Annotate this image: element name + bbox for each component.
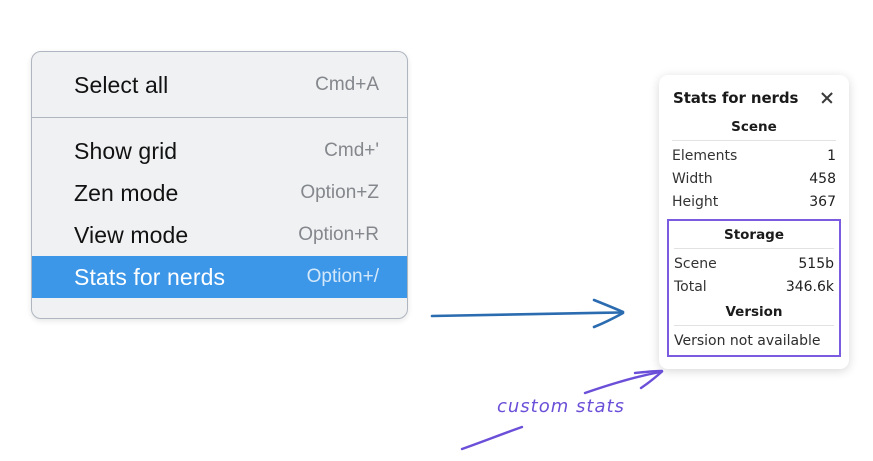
stat-row-storage-total: Total 346.6k bbox=[674, 275, 834, 298]
stat-key: Total bbox=[674, 278, 707, 295]
menu-item-shortcut: Option+/ bbox=[306, 266, 379, 287]
menu-item-label: View mode bbox=[74, 221, 189, 248]
menu-item-select-all[interactable]: Select all Cmd+A bbox=[32, 64, 407, 106]
context-menu[interactable]: Select all Cmd+A Show grid Cmd+' Zen mod… bbox=[31, 51, 408, 319]
stats-panel-header: Stats for nerds bbox=[659, 87, 849, 107]
menu-item-view-mode[interactable]: View mode Option+R bbox=[32, 214, 407, 256]
custom-stats-highlight-box: Storage Scene 515b Total 346.6k Version … bbox=[667, 219, 841, 357]
menu-item-shortcut: Cmd+A bbox=[315, 74, 379, 95]
close-icon[interactable] bbox=[819, 90, 835, 106]
storage-rule bbox=[674, 248, 834, 249]
menu-bottom-padding bbox=[32, 298, 407, 318]
version-rule bbox=[674, 325, 834, 326]
stat-row-width: Width 458 bbox=[672, 167, 836, 190]
stats-panel-title: Stats for nerds bbox=[673, 89, 799, 107]
stats-scene-group: Scene Elements 1 Width 458 Height 367 bbox=[659, 107, 849, 213]
version-heading: Version bbox=[725, 304, 783, 320]
menu-item-stats-for-nerds[interactable]: Stats for nerds Option+/ bbox=[32, 256, 407, 298]
storage-heading: Storage bbox=[723, 227, 785, 243]
purple-arrow-icon bbox=[583, 369, 664, 395]
stat-key: Elements bbox=[672, 147, 738, 164]
menu-top-padding bbox=[32, 52, 407, 64]
menu-item-shortcut: Option+R bbox=[298, 224, 379, 245]
stat-row-storage-scene: Scene 515b bbox=[674, 252, 834, 275]
stat-value: 346.6k bbox=[785, 278, 834, 295]
stat-value: 515b bbox=[798, 255, 834, 272]
purple-underline-stroke bbox=[460, 425, 524, 451]
menu-item-label: Select all bbox=[74, 71, 169, 98]
menu-item-shortcut: Option+Z bbox=[300, 182, 379, 203]
stat-key: Scene bbox=[674, 255, 717, 272]
menu-item-zen-mode[interactable]: Zen mode Option+Z bbox=[32, 172, 407, 214]
blue-arrow-icon bbox=[430, 298, 625, 329]
stat-value: 458 bbox=[809, 170, 836, 187]
stat-value: 1 bbox=[827, 147, 836, 164]
menu-item-show-grid[interactable]: Show grid Cmd+' bbox=[32, 130, 407, 172]
stat-row-elements: Elements 1 bbox=[672, 144, 836, 167]
menu-item-label: Show grid bbox=[74, 137, 178, 164]
scene-heading: Scene bbox=[731, 119, 777, 135]
custom-stats-annotation-label: custom stats bbox=[497, 396, 625, 417]
stat-key: Height bbox=[672, 193, 719, 210]
stat-row-height: Height 367 bbox=[672, 190, 836, 213]
menu-item-label: Zen mode bbox=[74, 179, 179, 206]
stat-key: Width bbox=[672, 170, 713, 187]
menu-item-label: Stats for nerds bbox=[74, 263, 226, 290]
menu-group2-padding bbox=[32, 118, 407, 130]
stat-value: 367 bbox=[809, 193, 836, 210]
version-note: Version not available bbox=[674, 333, 821, 349]
menu-divider bbox=[32, 117, 407, 118]
stats-for-nerds-panel: Stats for nerds Scene Elements 1 Width 4… bbox=[659, 75, 849, 369]
menu-item-shortcut: Cmd+' bbox=[324, 140, 379, 161]
scene-rule bbox=[672, 140, 836, 141]
